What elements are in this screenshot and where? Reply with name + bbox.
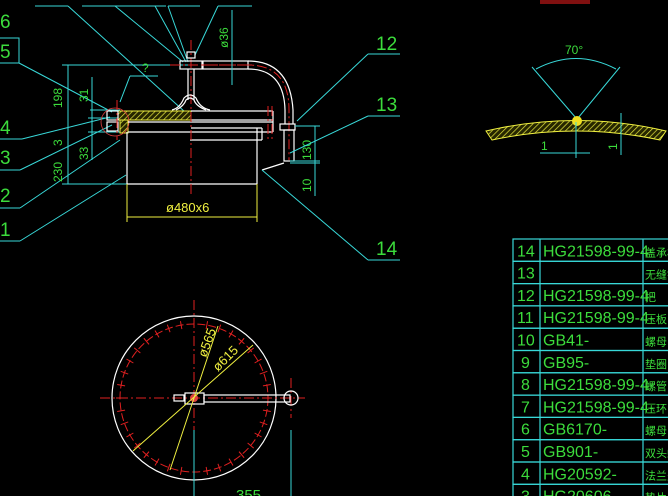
cell-standard: GB95- (543, 355, 589, 372)
cell-standard: HG20592- (543, 466, 617, 483)
table-row[interactable]: 10 GB41- 螺母 (512, 327, 668, 352)
left-balloons: 5 6 4 3 2 1 (0, 12, 127, 242)
balloon-12: 12 (376, 34, 397, 55)
cell-part-no: 9 (521, 355, 530, 372)
balloon-3: 3 (0, 148, 11, 169)
dim-10: 10 (300, 178, 314, 192)
cell-part-no: 13 (517, 266, 535, 283)
cell-standard: HG20606- (543, 489, 617, 496)
plan-view: ø565 ø615 355 (100, 300, 305, 496)
cell-part-name: 压板 (645, 312, 667, 326)
table-row[interactable]: 14 HG21598-99-4-盖承板 (512, 238, 668, 262)
balloon-6: 6 (0, 12, 11, 33)
bolt-and-handle: ø36 (170, 10, 296, 162)
cell-standard: HG21598-99-4- (543, 377, 654, 394)
dim-198: 198 (51, 88, 65, 108)
balloon-13: 13 (376, 95, 397, 116)
weld-angle: 70° (565, 43, 583, 57)
cell-part-name: 法兰盖 (645, 468, 668, 482)
balloon-4: 4 (0, 118, 11, 139)
cell-part-no: 12 (517, 288, 535, 305)
cell-part-no: 6 (521, 422, 530, 439)
dim-33: 33 (77, 146, 91, 160)
table-row[interactable]: 13 无缝钢管 (512, 260, 668, 285)
table-row[interactable]: 9 GB95- 垫圈 (512, 349, 668, 374)
right-balloons: 12 13 14 (261, 34, 400, 261)
dim-3: 3 (51, 139, 65, 146)
cell-part-name: 垫片 (645, 491, 667, 496)
dim-355: 355 (236, 487, 261, 496)
cell-part-name: 无缝钢管 (645, 268, 668, 282)
dim-130: 130 (300, 140, 314, 160)
cell-part-no: 10 (517, 333, 535, 350)
dim-31: 31 (77, 88, 91, 102)
cell-part-no: 4 (521, 466, 530, 483)
weld-thickness: 1 (606, 143, 620, 150)
cell-part-name: 垫圈 (645, 357, 667, 371)
table-row[interactable]: 8 HG21598-99-4-螺管 (512, 372, 668, 396)
table-row[interactable]: 11 HG21598-99-4-压板 (512, 305, 668, 329)
weld-detail: 70° 1 1 (485, 0, 667, 158)
table-row[interactable]: 5 GB901- 双头螺柱 (512, 439, 668, 463)
cell-standard: GB41- (543, 333, 589, 350)
cell-part-name: 双头螺柱 (645, 446, 668, 460)
cell-part-no: 3 (521, 489, 530, 496)
balloon-2: 2 (0, 186, 11, 207)
table-row[interactable]: 6 GB6170- 螺母 (512, 416, 668, 441)
cell-part-name: 压环 (645, 402, 667, 415)
diameter-dimension: ø480x6 (126, 184, 258, 222)
cell-part-no: 14 (517, 243, 535, 260)
cell-standard: HG21598-99-4- (543, 310, 654, 327)
weld-gap: 1 (541, 139, 548, 153)
table-row[interactable]: 12 HG21598-99-4-把 (512, 283, 668, 307)
cell-part-name: 盖承板 (645, 245, 668, 259)
flange-cover (100, 107, 274, 137)
cell-part-name: 螺母 (645, 336, 667, 349)
parts-table: 14HG21598-99-4-盖承板13无缝钢管12HG21598-99-4-把… (512, 238, 668, 496)
cell-part-name: 螺管 (645, 379, 667, 393)
cell-standard: GB901- (543, 444, 598, 461)
cell-standard: GB6170- (543, 422, 607, 439)
cell-standard: HG21598-99-4- (543, 288, 654, 305)
nozzle-body (116, 40, 273, 194)
dim-d36: ø36 (217, 27, 231, 48)
cell-part-name: 螺母 (645, 425, 667, 438)
right-dimensions: 130 10 (261, 125, 320, 196)
balloon-5: 5 (0, 42, 11, 63)
top-balloon-leaders (35, 5, 252, 113)
cell-part-no: 7 (521, 399, 530, 416)
cell-standard: HG21598-99-4- (543, 243, 654, 260)
cell-part-no: 11 (517, 310, 534, 327)
cell-part-no: 8 (521, 377, 530, 394)
dim-question: ? (142, 61, 149, 75)
cell-standard: HG21598-99-4- (543, 399, 654, 416)
cell-part-name: 把 (645, 290, 656, 304)
balloon-1: 1 (0, 220, 11, 241)
section-view: 5 6 4 3 2 1 198 31 3 (0, 5, 400, 261)
dim-d565: ø565 (195, 326, 219, 359)
bolt-hole-marks (116, 320, 272, 476)
table-row[interactable]: 7 HG21598-99-4-压环 (512, 394, 668, 419)
left-dimensions: 198 31 3 33 230 ? (51, 61, 190, 185)
table-row[interactable]: 3 HG20606- 垫片 (512, 483, 668, 496)
dim-230: 230 (51, 162, 65, 182)
dim-480x6: ø480x6 (166, 200, 209, 215)
cell-part-no: 5 (521, 444, 530, 461)
table-row[interactable]: 4 HG20592- 法兰盖 (512, 461, 668, 485)
balloon-14: 14 (376, 239, 398, 260)
